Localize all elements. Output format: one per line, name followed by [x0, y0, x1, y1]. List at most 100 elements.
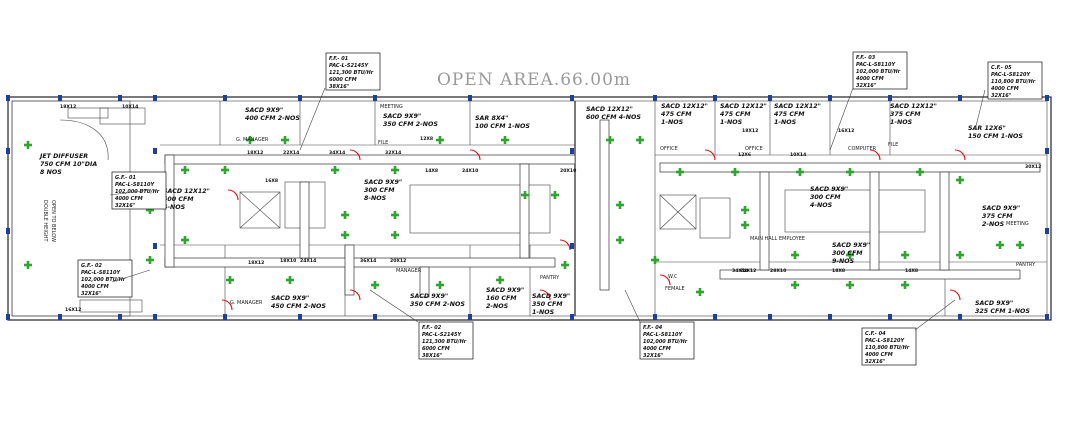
callout-duct: 32X16"	[115, 203, 136, 209]
diffuser-icon	[503, 136, 507, 144]
room-female: FEMALE	[665, 286, 685, 292]
branch-duct	[344, 244, 355, 296]
structural-column	[570, 243, 574, 249]
diffuser-icon	[958, 176, 962, 184]
callout-cfm: 4000 CFM	[81, 284, 109, 290]
duct-size-tag: 16X12	[65, 307, 81, 313]
stair-steps	[99, 107, 146, 125]
diffuser-group	[24, 136, 1024, 296]
diffuser-icon	[698, 288, 702, 296]
diffuser-qty: 1-NOS	[661, 119, 684, 126]
diffuser-icon	[733, 168, 737, 176]
diffuser-icon	[563, 261, 567, 269]
return-arc	[469, 149, 481, 161]
callout-model: PAC-L-S8110Y	[115, 182, 155, 188]
diffuser-cfm: 475 CFM	[774, 111, 805, 118]
diffuser-cfm: 600 CFM 4-NOS	[586, 114, 641, 121]
diffuser-qty: 1-NOS	[774, 119, 797, 126]
diffuser-qty: 2-NOS	[982, 221, 1005, 228]
duct-size-tag: 24X10	[462, 168, 478, 174]
diffuser-qty: 4-NOS	[810, 202, 833, 209]
structural-column	[653, 314, 657, 320]
diffuser-icon	[743, 221, 747, 229]
callout-id: F.F.- 02	[422, 325, 442, 331]
stair-landing	[67, 107, 109, 119]
duct-size-tag: 12X6	[738, 152, 751, 158]
room-wc: W.C	[668, 274, 678, 280]
diffuser-icon	[228, 276, 232, 284]
diffuser-cfm: 475 CFM	[661, 111, 692, 118]
callout-duct: 32X16"	[81, 291, 102, 297]
callout-cap: 102,000 BTU/Hr	[81, 277, 126, 283]
diffuser-icon	[1018, 241, 1022, 249]
structural-column	[58, 95, 62, 101]
diffuser-icon	[798, 168, 802, 176]
diffuser-label: SACD 12X12"	[774, 103, 821, 110]
diffuser-icon	[918, 168, 922, 176]
callout-cfm: 4000 CFM	[115, 196, 143, 202]
branch-duct	[939, 171, 950, 271]
leader-line	[624, 289, 641, 323]
structural-column	[118, 95, 122, 101]
structural-column	[570, 95, 574, 101]
diffuser-icon	[848, 251, 852, 259]
structural-column	[713, 314, 717, 320]
structural-column	[713, 95, 717, 101]
callout-cap: 102,000 BTU/Hr	[115, 189, 160, 195]
structural-column	[223, 314, 227, 320]
diffuser-icon	[618, 236, 622, 244]
callout-model: PAC-L-S8120Y	[991, 72, 1031, 78]
return-arc	[659, 274, 671, 286]
structural-column	[118, 314, 122, 320]
return-arc	[954, 149, 966, 161]
structural-column	[828, 314, 832, 320]
structural-column	[6, 228, 10, 234]
diffuser-label: SACD 12X12"	[720, 103, 767, 110]
duct-size-tag: 18X12	[742, 128, 758, 134]
structural-column	[570, 314, 574, 320]
diffuser-cfm: 375 CFM	[890, 111, 921, 118]
diffuser-icon	[848, 168, 852, 176]
callout-id: F.F.- 01	[329, 56, 348, 62]
diffuser-icon	[903, 251, 907, 259]
leader-line	[111, 269, 151, 283]
return-arc	[349, 289, 361, 301]
diffuser-label: SAR 12X6"	[968, 125, 1006, 132]
supply-duct-riser-left	[164, 154, 175, 268]
structural-column	[1045, 228, 1049, 234]
callout-box	[987, 61, 1043, 100]
diffuser-cfm: 475 CFM	[720, 111, 751, 118]
diffuser-icon	[288, 276, 292, 284]
structural-column	[468, 314, 472, 320]
structural-column	[153, 95, 157, 101]
diffuser-cfm: 300 CFM	[832, 250, 863, 257]
lift-cross	[659, 194, 697, 230]
diffuser-label: SACD 9X9"	[982, 205, 1020, 212]
structural-column	[653, 95, 657, 101]
leader-line	[299, 87, 326, 151]
diffuser-cfm: 100 CFM 1-NOS	[475, 123, 530, 130]
diffuser-cfm: 160 CFM	[486, 295, 517, 302]
callout-model: PAC-L-S8120Y	[865, 338, 905, 344]
room-open-to-below: OPEN TO BELOW	[50, 200, 56, 242]
callout-box	[111, 171, 167, 210]
callout-model: PAC-L-S8110Y	[81, 270, 121, 276]
callout-id: F.F.- 04	[643, 325, 663, 331]
structural-column	[570, 148, 574, 154]
callout-model: PAC-L-S8110Y	[856, 62, 896, 68]
room-file: FILE	[378, 140, 388, 146]
room-pantry-2: PANTRY	[1016, 262, 1036, 268]
duct-size-tag: 16X8	[265, 178, 278, 184]
central-void	[409, 184, 551, 234]
duct-size-tag: 14X8	[425, 168, 438, 174]
callout-id: G.F.- 02	[81, 263, 103, 269]
callout-model: PAC-L-S2145Y	[422, 332, 462, 338]
callout-id: G.F.- 01	[115, 175, 136, 181]
callout-cfm: 4000 CFM	[856, 76, 884, 82]
callout-duct: 32X16"	[643, 353, 664, 359]
